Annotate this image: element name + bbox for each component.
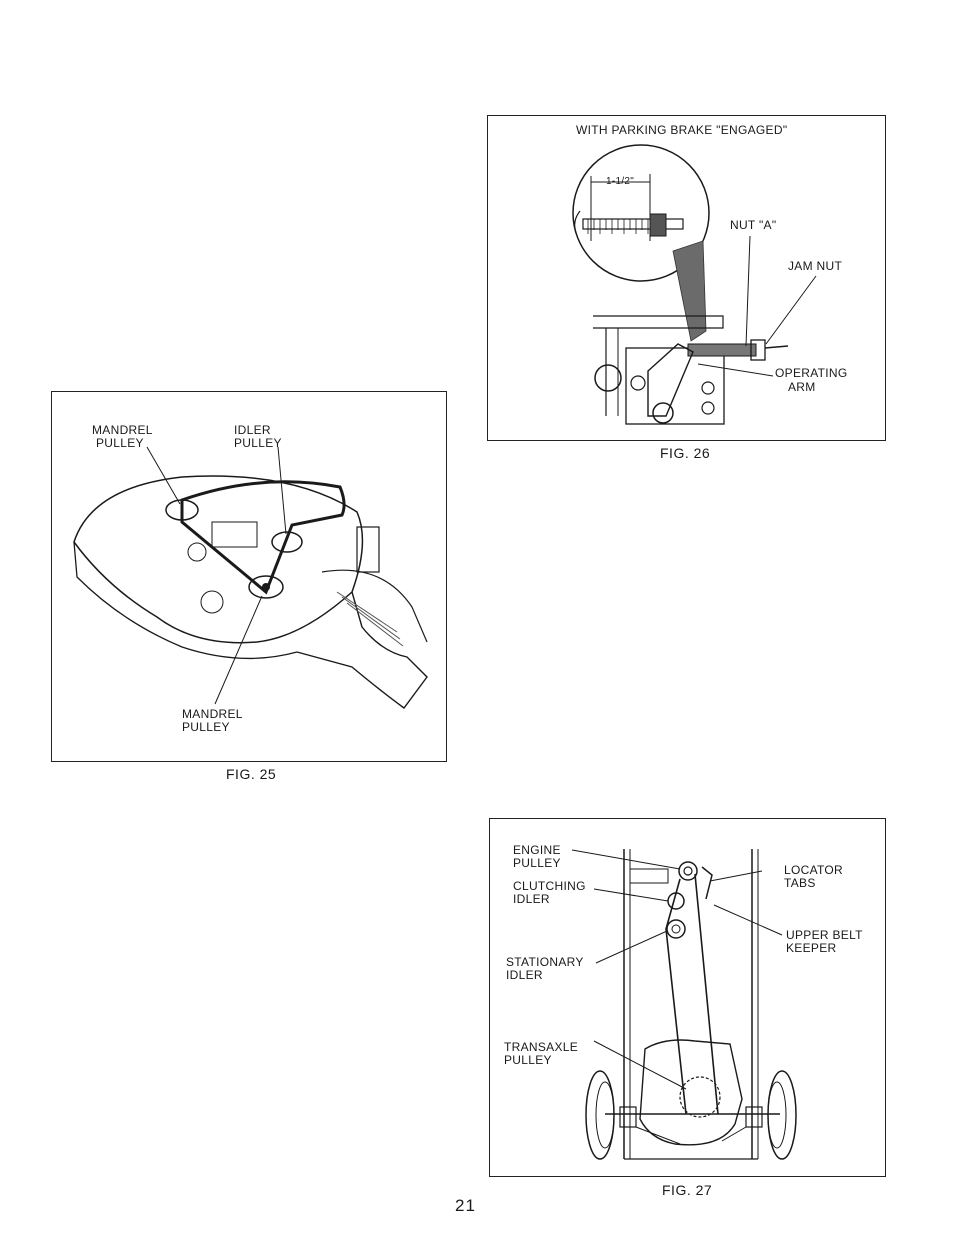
fig27-label-stationary-idler: IDLER — [506, 969, 543, 982]
fig27-label-locator-tabs: TABS — [784, 877, 816, 890]
fig26-caption: FIG. 26 — [660, 445, 710, 461]
fig26-dimension: 1-1/2" — [606, 175, 634, 188]
fig27-label-engine-pulley: PULLEY — [513, 857, 561, 870]
figure-26-frame: WITH PARKING BRAKE "ENGAGED" 1-1/2" NUT … — [487, 115, 886, 441]
fig25-label-mandrel-bottom-pulley: PULLEY — [182, 721, 230, 734]
fig27-label-keeper-2: KEEPER — [786, 942, 837, 955]
fig27-label-transaxle-pulley: PULLEY — [504, 1054, 552, 1067]
figure-25-frame: MANDREL PULLEY IDLER PULLEY MANDREL PULL… — [51, 391, 447, 762]
figure-27-frame: ENGINE PULLEY CLUTCHING IDLER STATIONARY… — [489, 818, 886, 1177]
fig26-label-jam-nut: JAM NUT — [788, 260, 842, 273]
fig27-caption: FIG. 27 — [662, 1182, 712, 1198]
fig25-caption: FIG. 25 — [226, 766, 276, 782]
fig25-label-mandrel-top-pulley: PULLEY — [96, 437, 144, 450]
figure-26-illustration — [488, 116, 887, 442]
fig27-label-clutching-idler: IDLER — [513, 893, 550, 906]
fig25-label-idler-pulley: PULLEY — [234, 437, 282, 450]
fig26-label-nut-a: NUT "A" — [730, 219, 776, 232]
fig26-label-operating-arm: ARM — [788, 381, 816, 394]
fig26-label-operating: OPERATING — [775, 367, 848, 380]
page-number: 21 — [455, 1196, 476, 1216]
fig26-header: WITH PARKING BRAKE "ENGAGED" — [576, 124, 787, 137]
